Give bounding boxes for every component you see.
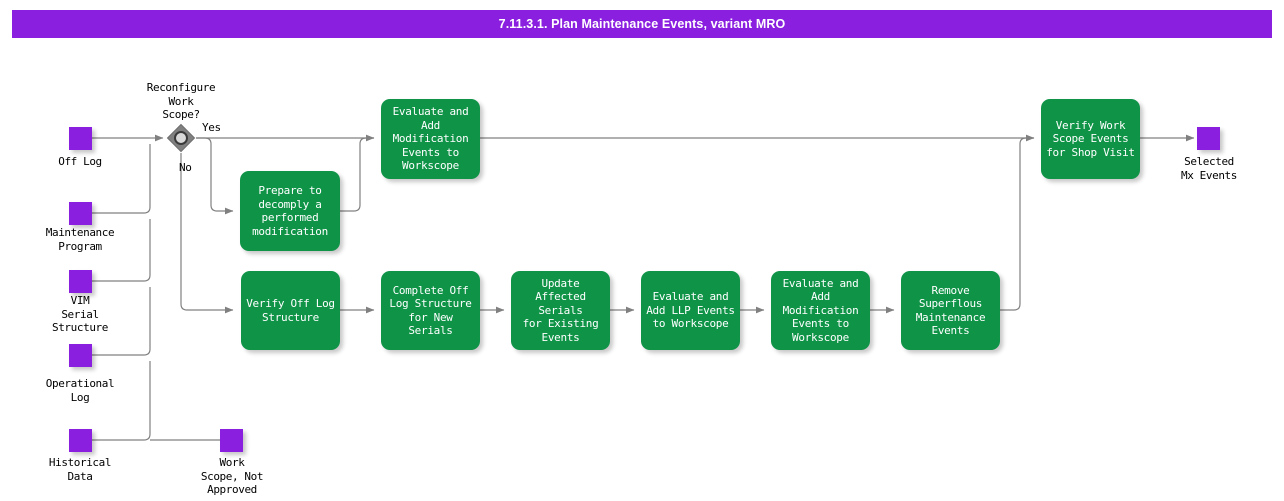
wire-no-to-verify-off-log-structure: [180, 153, 234, 314]
data-object-operational-log[interactable]: [69, 344, 92, 367]
process-prepare-to-decomply[interactable]: Prepare to decomply a performed modifica…: [240, 171, 340, 251]
data-object-label-operational-log: Operational Log: [45, 377, 115, 404]
page-title: 7.11.3.1. Plan Maintenance Events, varia…: [498, 17, 786, 31]
page-title-bar: 7.11.3.1. Plan Maintenance Events, varia…: [12, 10, 1272, 38]
process-label-prepare-to-decomply: Prepare to decomply a performed modifica…: [252, 184, 328, 238]
process-update-affected-serials[interactable]: Update Affected Serials for Existing Eve…: [511, 271, 610, 350]
process-verify-off-log-structure[interactable]: Verify Off Log Structure: [241, 271, 340, 350]
process-evaluate-add-modification-events-bottom[interactable]: Evaluate and Add Modification Events to …: [771, 271, 870, 350]
wire-remove-superflous-to-verify-work-scope: [1000, 137, 1034, 311]
process-label-update-affected-serials: Update Affected Serials for Existing Eve…: [522, 276, 599, 344]
data-object-off-log[interactable]: [69, 127, 92, 150]
data-object-maintenance-program[interactable]: [69, 202, 92, 225]
data-object-label-off-log: Off Log: [58, 155, 102, 168]
data-object-label-historical-data: Historical Data: [48, 456, 112, 483]
process-remove-superflous-maintenance-events[interactable]: Remove Superflous Maintenance Events: [901, 271, 1000, 350]
process-evaluate-add-llp-events[interactable]: Evaluate and Add LLP Events to Workscope: [641, 271, 740, 350]
process-label-complete-off-log-structure: Complete Off Log Structure for New Seria…: [389, 283, 472, 338]
process-label-evaluate-add-modification-events-top: Evaluate and Add Modification Events to …: [392, 105, 469, 173]
data-object-historical-data[interactable]: [69, 429, 92, 452]
wire-prepare-decomply-to-top-line: [340, 137, 374, 212]
process-label-evaluate-add-llp-events: Evaluate and Add LLP Events to Workscope: [646, 290, 735, 331]
data-object-label-selected-mx-events: Selected Mx Events: [1180, 155, 1237, 182]
gateway-branch-label-no: No: [179, 161, 192, 174]
process-label-verify-off-log-structure: Verify Off Log Structure: [246, 297, 335, 324]
data-object-label-work-scope-not-approved: Work Scope, Not Approved: [200, 456, 264, 496]
diamond-icon: [166, 123, 196, 153]
process-complete-off-log-structure[interactable]: Complete Off Log Structure for New Seria…: [381, 271, 480, 350]
data-object-vim-serial-structure[interactable]: [69, 270, 92, 293]
data-object-label-maintenance-program: Maintenance Program: [45, 226, 115, 253]
data-object-work-scope-not-approved[interactable]: [220, 429, 243, 452]
process-verify-work-scope-events[interactable]: Verify Work Scope Events for Shop Visit: [1041, 99, 1140, 179]
data-object-selected-mx-events[interactable]: [1197, 127, 1220, 150]
process-label-evaluate-add-modification-events-bottom: Evaluate and Add Modification Events to …: [782, 276, 859, 344]
gateway-reconfigure-work-scope[interactable]: [166, 123, 196, 153]
process-label-remove-superflous-maintenance-events: Remove Superflous Maintenance Events: [915, 283, 986, 338]
gateway-branch-label-yes: Yes: [202, 121, 221, 134]
data-object-label-vim-serial-structure: VIM Serial Structure: [51, 294, 108, 334]
wire-yes-to-prepare-decomply: [196, 137, 234, 215]
process-evaluate-add-modification-events-top[interactable]: Evaluate and Add Modification Events to …: [381, 99, 480, 179]
gateway-label-reconfigure-work-scope: Reconfigure Work Scope?: [146, 81, 216, 121]
process-label-verify-work-scope-events: Verify Work Scope Events for Shop Visit: [1046, 118, 1135, 159]
